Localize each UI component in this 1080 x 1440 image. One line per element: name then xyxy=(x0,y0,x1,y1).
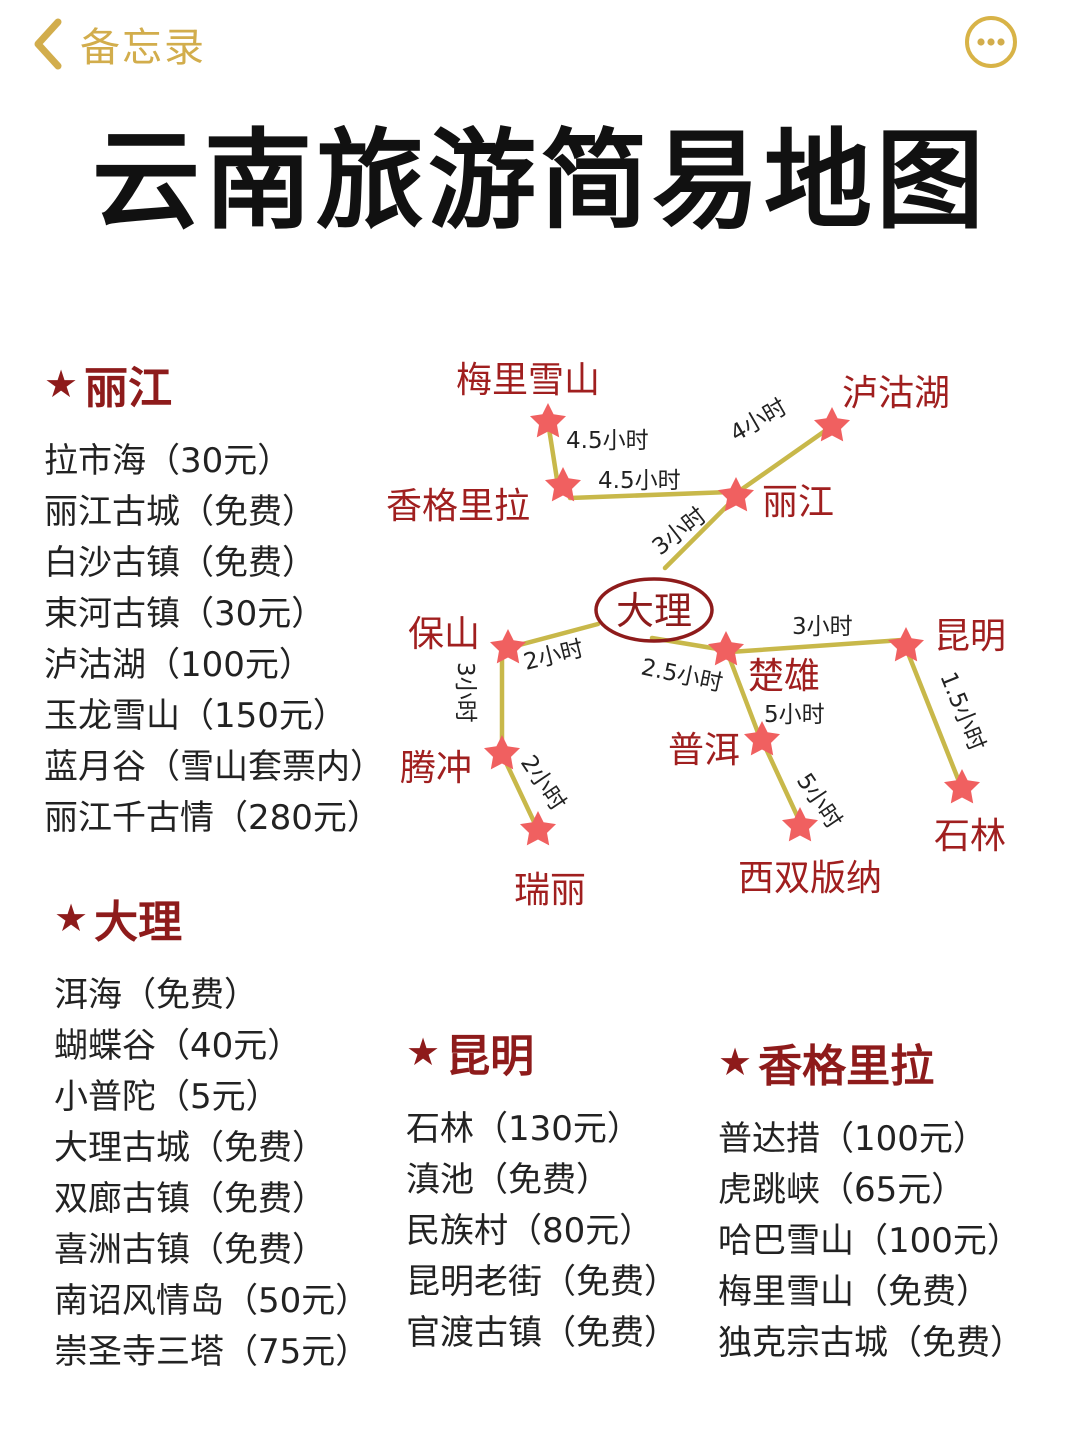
place-label: 保山 xyxy=(408,614,480,655)
list-item: 蝴蝶谷（40元） xyxy=(54,1026,302,1066)
route-time-label: 4.5小时 xyxy=(566,428,649,454)
list-item: 泸沽湖（100元） xyxy=(44,645,313,685)
place-label: 瑞丽 xyxy=(514,870,586,911)
list-item: 丽江古城（免费） xyxy=(44,492,316,532)
route-line xyxy=(725,651,763,741)
place-label: 梅里雪山 xyxy=(456,360,600,401)
route-time-label: 2.5小时 xyxy=(639,654,725,697)
list-item: 普达措（100元） xyxy=(718,1119,987,1159)
list-item: 崇圣寺三塔（75元） xyxy=(54,1332,370,1372)
location-star-icon xyxy=(888,627,924,662)
place-label: 楚雄 xyxy=(748,656,820,697)
route-time-label: 3小时 xyxy=(792,614,853,640)
place-label: 泸沽湖 xyxy=(842,373,950,414)
route-time-label: 5小时 xyxy=(764,702,825,728)
location-star-icon xyxy=(708,631,744,666)
section-title: 大理 xyxy=(94,897,183,948)
star-icon: ★ xyxy=(44,362,79,406)
star-icon: ★ xyxy=(406,1030,441,1074)
section-heading: ★ 香格里拉 xyxy=(718,1032,1024,1092)
list-item: 喜洲古镇（免费） xyxy=(54,1230,326,1270)
place-label: 香格里拉 xyxy=(386,486,530,527)
route-line xyxy=(732,423,835,497)
location-stars xyxy=(484,403,980,846)
route-time-label: 2小时 xyxy=(515,751,570,816)
list-item: 小普陀（5元） xyxy=(54,1077,280,1117)
section-title: 昆明 xyxy=(446,1031,535,1082)
route-line xyxy=(662,495,738,571)
route-line xyxy=(759,737,803,825)
route-time-label: 4.5小时 xyxy=(598,468,681,494)
list-item: 虎跳峡（65元） xyxy=(718,1170,966,1210)
more-button[interactable] xyxy=(965,16,1017,68)
route-line xyxy=(567,489,733,501)
place-labels: 梅里雪山 泸沽湖 香格里拉 丽江 保山 楚雄 昆明 腾冲 普洱 石林 瑞丽 西双… xyxy=(386,360,1006,911)
attraction-list: 石林（130元） 滇池（免费） 民族村（80元） 昆明老街（免费） 官渡古镇（免… xyxy=(406,1104,678,1359)
place-label: 西双版纳 xyxy=(738,858,882,899)
place-label: 腾冲 xyxy=(400,748,472,789)
route-line xyxy=(727,637,905,655)
list-item: 南诏风情岛（50元） xyxy=(54,1281,370,1321)
section-lijiang: ★ 丽江 拉市海（30元） 丽江古城（免费） 白沙古镇（免费） 束河古镇（30元… xyxy=(44,354,384,844)
attraction-list: 拉市海（30元） 丽江古城（免费） 白沙古镇（免费） 束河古镇（30元） 泸沽湖… xyxy=(44,436,384,844)
route-time-label: 4小时 xyxy=(726,394,792,447)
location-star-icon xyxy=(484,735,520,770)
route-line xyxy=(545,419,561,489)
attraction-list: 普达措（100元） 虎跳峡（65元） 哈巴雪山（100元） 梅里雪山（免费） 独… xyxy=(718,1114,1024,1369)
list-item: 蓝月谷（雪山套票内） xyxy=(44,747,384,787)
place-label: 丽江 xyxy=(762,482,834,523)
route-time-label: 3小时 xyxy=(452,662,478,723)
location-star-icon xyxy=(490,629,526,664)
list-item: 丽江千古情（280元） xyxy=(44,798,381,838)
back-button[interactable]: 备忘录 xyxy=(28,14,206,74)
section-heading: ★ 大理 xyxy=(54,888,369,948)
list-item: 哈巴雪山（100元） xyxy=(718,1221,1021,1261)
chevron-left-icon xyxy=(34,18,62,70)
place-label: 普洱 xyxy=(668,730,740,771)
section-heading: ★ 昆明 xyxy=(406,1022,678,1082)
list-item: 梅里雪山（免费） xyxy=(718,1272,990,1312)
list-item: 民族村（80元） xyxy=(406,1211,654,1251)
section-shangrila: ★ 香格里拉 普达措（100元） 虎跳峡（65元） 哈巴雪山（100元） 梅里雪… xyxy=(718,1032,1024,1369)
list-item: 束河古镇（30元） xyxy=(44,594,326,634)
center-ring xyxy=(594,577,714,643)
route-map: 4.5小时 4.5小时 4小时 3小时 2小时 2.5小时 3小时 3小时 2小… xyxy=(386,360,1006,911)
back-label: 备忘录 xyxy=(80,25,206,71)
list-item: 石林（130元） xyxy=(406,1109,641,1149)
section-dali: ★ 大理 洱海（免费） 蝴蝶谷（40元） 小普陀（5元） 大理古城（免费） 双廊… xyxy=(54,888,369,1378)
list-item: 大理古城（免费） xyxy=(54,1128,326,1168)
list-item: 昆明老街（免费） xyxy=(406,1262,678,1302)
list-item: 滇池（免费） xyxy=(406,1160,610,1200)
list-item: 拉市海（30元） xyxy=(44,441,292,481)
list-item: 玉龙雪山（150元） xyxy=(44,696,347,736)
star-icon: ★ xyxy=(54,896,89,940)
location-star-icon xyxy=(520,811,556,846)
attraction-list: 洱海（免费） 蝴蝶谷（40元） 小普陀（5元） 大理古城（免费） 双廊古镇（免费… xyxy=(54,970,369,1378)
place-label: 石林 xyxy=(934,816,1006,857)
location-star-icon xyxy=(944,769,980,804)
list-item: 洱海（免费） xyxy=(54,975,258,1015)
section-title: 香格里拉 xyxy=(758,1041,935,1092)
list-item: 白沙古镇（免费） xyxy=(44,543,316,583)
place-label: 昆明 xyxy=(934,616,1006,657)
section-title: 丽江 xyxy=(84,363,173,414)
map-center-label: 大理 xyxy=(616,589,692,633)
star-icon: ★ xyxy=(718,1040,753,1084)
list-item: 官渡古镇（免费） xyxy=(406,1313,678,1353)
top-bar: 备忘录 xyxy=(0,0,1080,92)
route-line xyxy=(903,645,963,787)
page-title: 云南旅游简易地图 xyxy=(91,119,988,244)
list-item: 双廊古镇（免费） xyxy=(54,1179,326,1219)
section-kunming: ★ 昆明 石林（130元） 滇池（免费） 民族村（80元） 昆明老街（免费） 官… xyxy=(406,1022,678,1359)
section-heading: ★ 丽江 xyxy=(44,354,384,414)
list-item: 独克宗古城（免费） xyxy=(718,1323,1024,1363)
more-dots-icon xyxy=(977,38,1005,46)
